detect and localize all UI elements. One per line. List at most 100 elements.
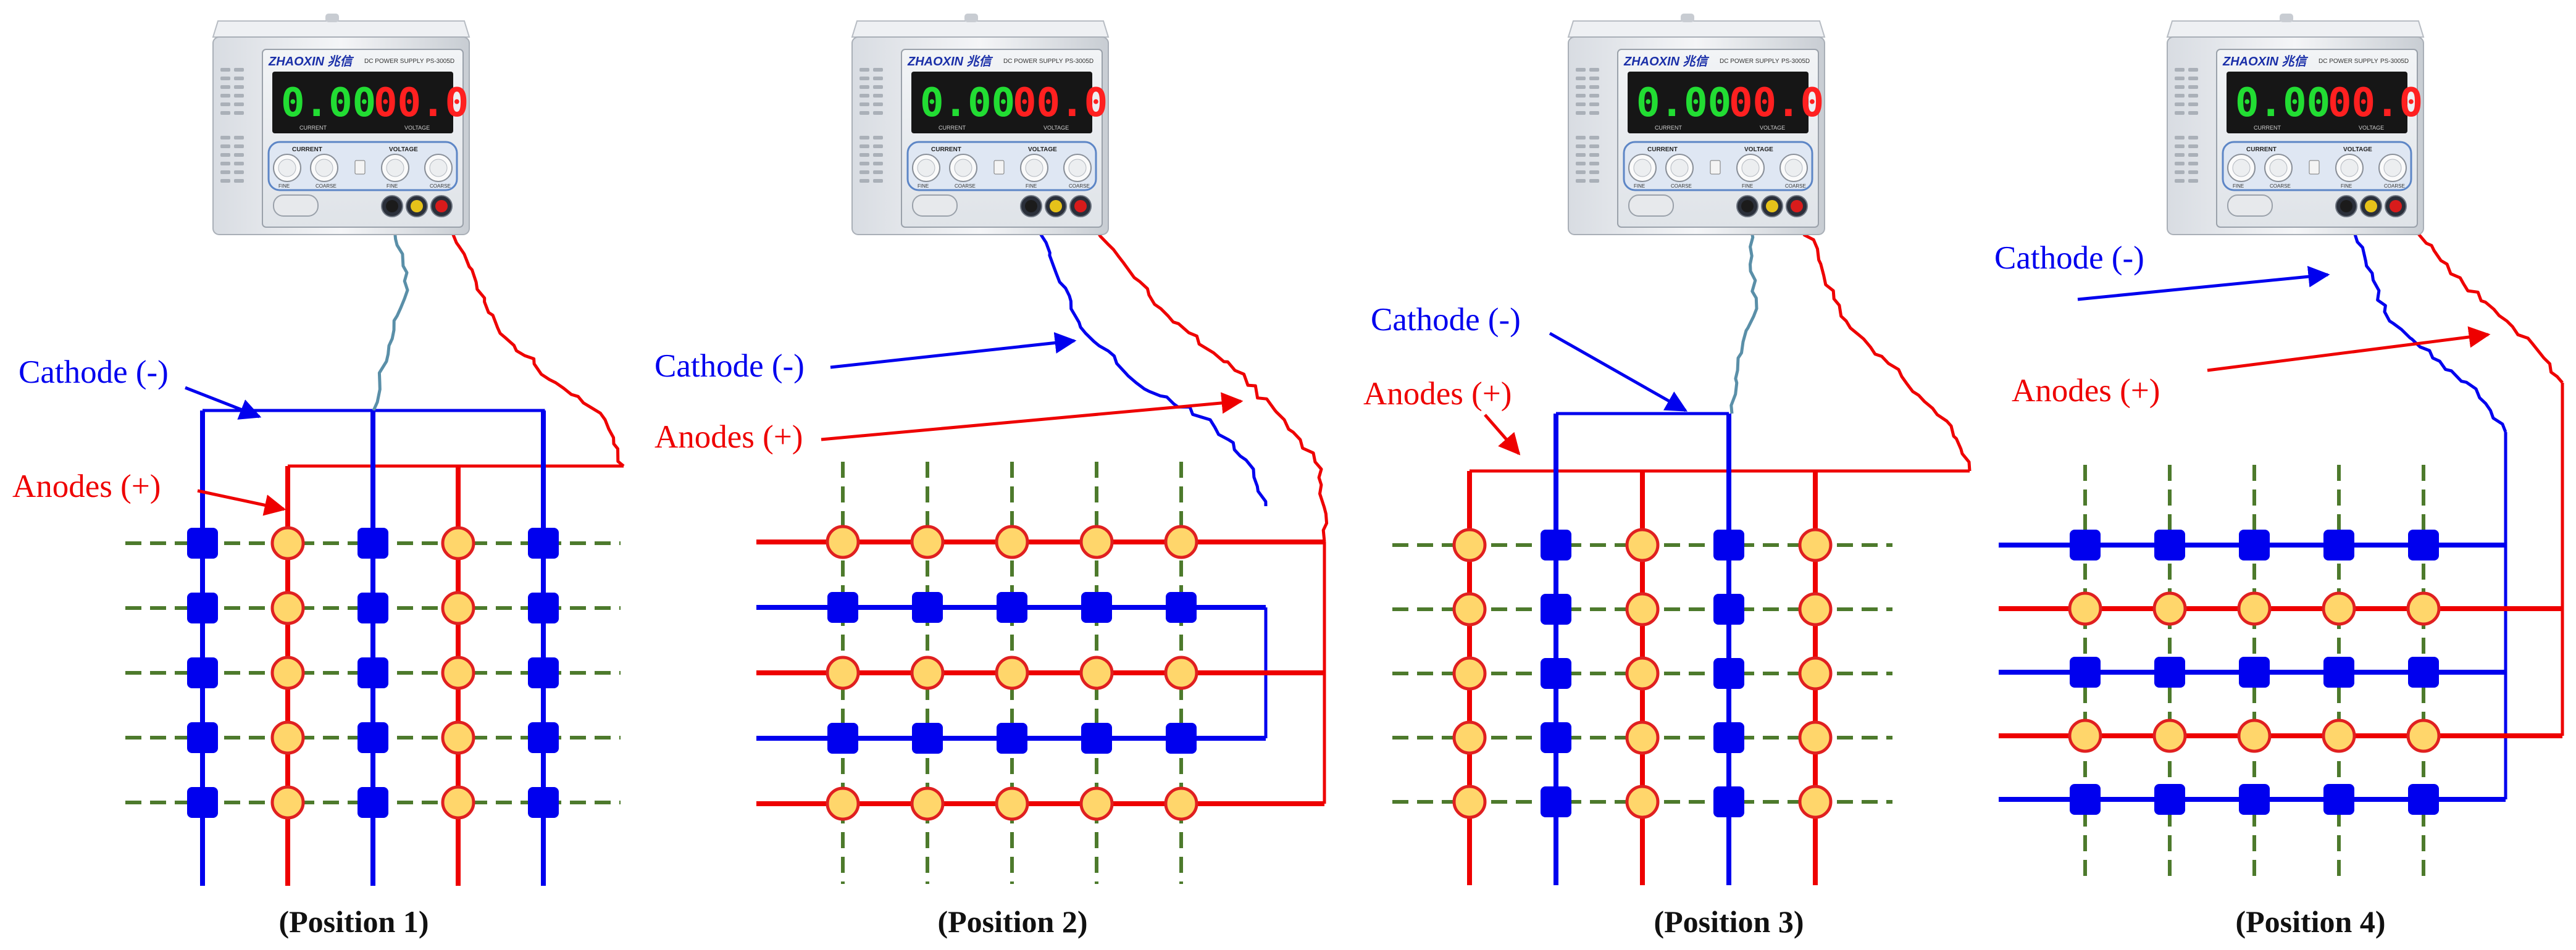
ground-terminal bbox=[1050, 200, 1062, 212]
vent-slot bbox=[1576, 102, 1586, 106]
cathode-node bbox=[1541, 658, 1571, 689]
anode-node bbox=[1798, 656, 1833, 691]
current-readout: 0.00 bbox=[2235, 80, 2330, 126]
cathode-node bbox=[2070, 784, 2101, 815]
anode-arrow bbox=[821, 392, 1244, 441]
psu-model: PS-3005D bbox=[426, 58, 454, 65]
vent-slot bbox=[234, 136, 244, 140]
cathode-node bbox=[827, 592, 858, 623]
anode-node bbox=[1625, 785, 1660, 819]
cathode-node bbox=[187, 657, 218, 688]
cathode-node bbox=[187, 593, 218, 623]
vent-slot bbox=[220, 144, 230, 148]
voltage-knob-title: VOLTAGE bbox=[2343, 146, 2372, 153]
vent-slot bbox=[873, 68, 883, 72]
vent-slot bbox=[859, 85, 869, 89]
knob-caption: FINE bbox=[278, 183, 290, 189]
electrode-grid bbox=[125, 410, 621, 886]
electrode-grid bbox=[1392, 414, 1892, 885]
psu-brand: ZHAOXIN 兆信 bbox=[2222, 54, 2309, 69]
ground-terminal bbox=[2365, 200, 2377, 212]
anode-node bbox=[441, 785, 475, 820]
vent-slot bbox=[2188, 153, 2198, 157]
psu-product: DC POWER SUPPLY bbox=[364, 58, 424, 65]
power-button bbox=[912, 194, 958, 217]
ground-terminal bbox=[1766, 200, 1778, 212]
vent-slot bbox=[2188, 136, 2198, 140]
anode-node bbox=[2152, 591, 2187, 626]
anode-node bbox=[1164, 786, 1198, 821]
mode-switch bbox=[993, 160, 1005, 175]
anode-node bbox=[2237, 591, 2272, 626]
knob-caption: FINE bbox=[387, 183, 398, 189]
anode-node bbox=[826, 656, 860, 690]
cathode-node bbox=[187, 787, 218, 818]
vent-slot bbox=[2188, 179, 2198, 183]
knob-caption: COARSE bbox=[1785, 183, 1806, 189]
labels-layer: Cathode (-)Anodes (+)(Position 1)Cathode… bbox=[12, 240, 2491, 939]
vent-slot bbox=[859, 179, 869, 183]
anode-arrow bbox=[197, 489, 286, 516]
wires-layer bbox=[203, 210, 2564, 804]
current-readout: 0.00 bbox=[920, 80, 1015, 126]
voltage-readout: 00.0 bbox=[1729, 80, 1824, 126]
vent-slot bbox=[2188, 94, 2198, 98]
vent-slot bbox=[234, 102, 244, 106]
vent-slot bbox=[2175, 162, 2185, 165]
psu-handle bbox=[325, 14, 339, 22]
vent-slot bbox=[220, 85, 230, 89]
vent-slot bbox=[1589, 68, 1599, 72]
vent-slot bbox=[1589, 144, 1599, 148]
anode-node bbox=[2322, 591, 2356, 626]
vent-slot bbox=[859, 94, 869, 98]
knob-caption: FINE bbox=[918, 183, 929, 189]
cathode-label: Cathode (-) bbox=[19, 354, 169, 390]
vent-slot bbox=[2175, 153, 2185, 157]
vent-slot bbox=[873, 144, 883, 148]
vent-slot bbox=[220, 111, 230, 115]
vent-slot bbox=[2175, 102, 2185, 106]
cathode-node bbox=[528, 787, 559, 818]
vent-slot bbox=[1589, 136, 1599, 140]
anode-node bbox=[270, 656, 305, 690]
vent-slot bbox=[234, 179, 244, 183]
vent-slot bbox=[220, 94, 230, 98]
anode-node bbox=[995, 656, 1029, 690]
anode-cable bbox=[440, 210, 625, 467]
vent-slot bbox=[2188, 170, 2198, 174]
cathode-node bbox=[1166, 592, 1197, 623]
psu-handle bbox=[1681, 14, 1694, 22]
cathode-node bbox=[358, 657, 388, 688]
cathode-node bbox=[528, 657, 559, 688]
cathode-arrow bbox=[2077, 265, 2330, 301]
vent-slot bbox=[2188, 144, 2198, 148]
voltage-unit-label: VOLTAGE bbox=[2359, 125, 2384, 131]
vent-slot bbox=[2188, 85, 2198, 89]
vent-slot bbox=[2188, 111, 2198, 115]
anode-node bbox=[1452, 592, 1487, 627]
anode-node bbox=[1452, 720, 1487, 755]
knob-cap bbox=[429, 159, 448, 177]
vent-slot bbox=[2188, 102, 2198, 106]
psu-display bbox=[272, 72, 453, 133]
cathode-node bbox=[1713, 786, 1744, 817]
vent-slot bbox=[1589, 179, 1599, 183]
vent-slot bbox=[873, 77, 883, 80]
negative-terminal bbox=[1741, 200, 1754, 212]
vent-slot bbox=[859, 102, 869, 106]
anode-node bbox=[1164, 656, 1198, 690]
positive-terminal bbox=[2390, 200, 2402, 212]
positive-terminal bbox=[1791, 200, 1803, 212]
vent-slot bbox=[873, 111, 883, 115]
knob-cap bbox=[2383, 159, 2402, 177]
cathode-label: Cathode (-) bbox=[1994, 240, 2144, 276]
vent-slot bbox=[1576, 162, 1586, 165]
vent-slot bbox=[873, 102, 883, 106]
negative-terminal bbox=[386, 200, 398, 212]
psu-product: DC POWER SUPPLY bbox=[1720, 58, 1779, 65]
vent-slot bbox=[873, 170, 883, 174]
cathode-node bbox=[1713, 530, 1744, 560]
